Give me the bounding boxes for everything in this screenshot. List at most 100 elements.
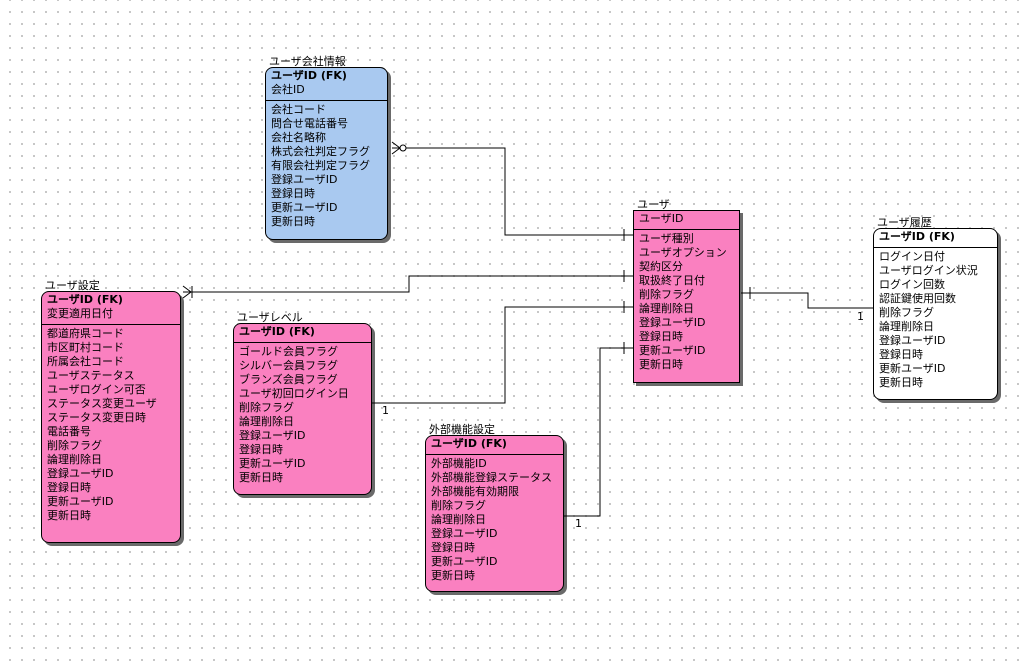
attribute: 会社コード <box>271 103 326 116</box>
attribute: シルバー会員フラグ <box>239 359 338 372</box>
relationship-user-history <box>741 292 873 309</box>
attribute: 更新ユーザID <box>271 201 338 214</box>
attribute: 削除フラグ <box>639 288 694 301</box>
attribute: ゴールド会員フラグ <box>239 345 338 358</box>
attribute: 登録ユーザID <box>47 467 114 480</box>
entity-user[interactable]: ユーザユーザID ユーザ種別ユーザオプション契約区分取扱終了日付削除フラグ論理削除… <box>633 198 740 383</box>
crow-foot-mark <box>391 147 401 155</box>
attribute: 登録日時 <box>431 541 475 554</box>
attribute: 外部機能有効期限 <box>431 485 519 498</box>
attribute: 登録ユーザID <box>639 316 706 329</box>
attribute: ログイン回数 <box>879 278 945 291</box>
attribute: 登録ユーザID <box>239 429 306 442</box>
crow-foot-mark <box>391 141 401 149</box>
attribute: 削除フラグ <box>431 499 486 512</box>
attribute: 登録日時 <box>879 348 923 361</box>
entity-box: ユーザID (FK) ゴールド会員フラグシルバー会員フラグブランズ会員フラグユーザ… <box>233 323 372 495</box>
attribute: 登録ユーザID <box>431 527 498 540</box>
attribute-section: ユーザ種別ユーザオプション契約区分取扱終了日付削除フラグ論理削除日登録ユーザID… <box>634 230 739 374</box>
attribute: 電話番号 <box>47 425 91 438</box>
attribute: 削除フラグ <box>879 306 934 319</box>
entity-name: ユーザ会社情報 <box>269 55 346 68</box>
relationship-user-level <box>372 306 633 404</box>
entity-name: ユーザ <box>637 198 670 211</box>
attribute: 外部機能ID <box>431 457 487 470</box>
key-section: ユーザID (FK) <box>426 436 563 455</box>
primary-key-attribute: ユーザID (FK) <box>879 230 955 243</box>
attribute: 登録日時 <box>271 187 315 200</box>
attribute: ユーザステータス <box>47 369 135 382</box>
attribute: 更新日時 <box>239 471 283 484</box>
attribute: 登録日時 <box>239 443 283 456</box>
key-section: ユーザID (FK) <box>234 324 371 343</box>
attribute: 市区町村コード <box>47 341 124 354</box>
optional-circle-mark <box>399 144 407 152</box>
attribute-section: 都道府県コード市区町村コード所属会社コードユーザステータスユーザログイン可否ステ… <box>42 325 180 525</box>
entity-user-level[interactable]: ユーザレベルユーザID (FK) ゴールド会員フラグシルバー会員フラグブランズ会員… <box>233 311 372 495</box>
attribute: 更新日時 <box>271 215 315 228</box>
primary-key-attribute: ユーザID <box>639 212 684 225</box>
primary-key-attribute: 変更適用日付 <box>47 307 113 320</box>
primary-key-attribute: ユーザID (FK) <box>47 293 123 306</box>
attribute: 更新日時 <box>639 358 683 371</box>
attribute: 削除フラグ <box>47 439 102 452</box>
attribute: ユーザログイン可否 <box>47 383 146 396</box>
attribute: 論理削除日 <box>639 302 694 315</box>
entity-name: ユーザ設定 <box>45 279 100 292</box>
entity-name: ユーザ履歴 <box>877 216 932 229</box>
attribute: ログイン日付 <box>879 250 945 263</box>
attribute: 論理削除日 <box>47 453 102 466</box>
attribute: 外部機能登録ステータス <box>431 471 552 484</box>
attribute-section: ログイン日付ユーザログイン状況ログイン回数認証鍵使用回数削除フラグ論理削除日登録… <box>874 248 997 392</box>
crow-foot-mark <box>182 291 192 299</box>
entity-user-history[interactable]: ユーザ履歴ユーザID (FK) ログイン日付ユーザログイン状況ログイン回数認証鍵使… <box>873 216 998 400</box>
attribute: ユーザオプション <box>639 246 727 259</box>
primary-key-attribute: ユーザID (FK) <box>271 69 347 82</box>
attribute: 登録ユーザID <box>271 173 338 186</box>
attribute: 論理削除日 <box>239 415 294 428</box>
attribute: 問合せ電話番号 <box>271 117 348 130</box>
attribute: 契約区分 <box>639 260 683 273</box>
crow-foot-mark <box>182 285 192 293</box>
attribute: 更新ユーザID <box>879 362 946 375</box>
attribute: 所属会社コード <box>47 355 124 368</box>
attribute: 論理削除日 <box>879 320 934 333</box>
attribute: 論理削除日 <box>431 513 486 526</box>
key-section: ユーザID <box>634 211 739 230</box>
relationship-external-function <box>564 347 633 517</box>
attribute: 削除フラグ <box>239 401 294 414</box>
attribute-section: ゴールド会員フラグシルバー会員フラグブランズ会員フラグユーザ初回ログイン日削除フ… <box>234 343 371 487</box>
primary-key-attribute: ユーザID (FK) <box>431 437 507 450</box>
attribute: 更新日時 <box>431 569 475 582</box>
attribute: 更新ユーザID <box>431 555 498 568</box>
attribute: 登録日時 <box>639 330 683 343</box>
primary-key-attribute: 会社ID <box>271 83 305 96</box>
attribute: 更新ユーザID <box>639 344 706 357</box>
attribute-section: 会社コード問合せ電話番号会社名略称株式会社判定フラグ有限会社判定フラグ登録ユーザ… <box>266 101 387 231</box>
attribute: ブランズ会員フラグ <box>239 373 338 386</box>
attribute: 会社名略称 <box>271 131 326 144</box>
entity-box: ユーザID (FK)変更適用日付都道府県コード市区町村コード所属会社コードユーザ… <box>41 291 181 543</box>
attribute: 更新ユーザID <box>47 495 114 508</box>
key-section: ユーザID (FK)会社ID <box>266 68 387 101</box>
entity-user-settings[interactable]: ユーザ設定ユーザID (FK)変更適用日付都道府県コード市区町村コード所属会社コ… <box>41 279 181 543</box>
attribute: ステータス変更ユーザ <box>47 397 157 410</box>
attribute: ステータス変更日時 <box>47 411 146 424</box>
attribute: 登録日時 <box>47 481 91 494</box>
attribute: 認証鍵使用回数 <box>879 292 956 305</box>
entity-name: ユーザレベル <box>237 311 303 324</box>
cardinality-label: 1 <box>575 517 582 530</box>
entity-box: ユーザID ユーザ種別ユーザオプション契約区分取扱終了日付削除フラグ論理削除日登録… <box>633 210 740 383</box>
primary-key-attribute: ユーザID (FK) <box>239 325 315 338</box>
attribute: ユーザ種別 <box>639 232 694 245</box>
attribute: ユーザログイン状況 <box>879 264 978 277</box>
attribute: 都道府県コード <box>47 327 124 340</box>
key-section: ユーザID (FK) <box>874 229 997 248</box>
entity-box: ユーザID (FK) ログイン日付ユーザログイン状況ログイン回数認証鍵使用回数削除… <box>873 228 998 400</box>
